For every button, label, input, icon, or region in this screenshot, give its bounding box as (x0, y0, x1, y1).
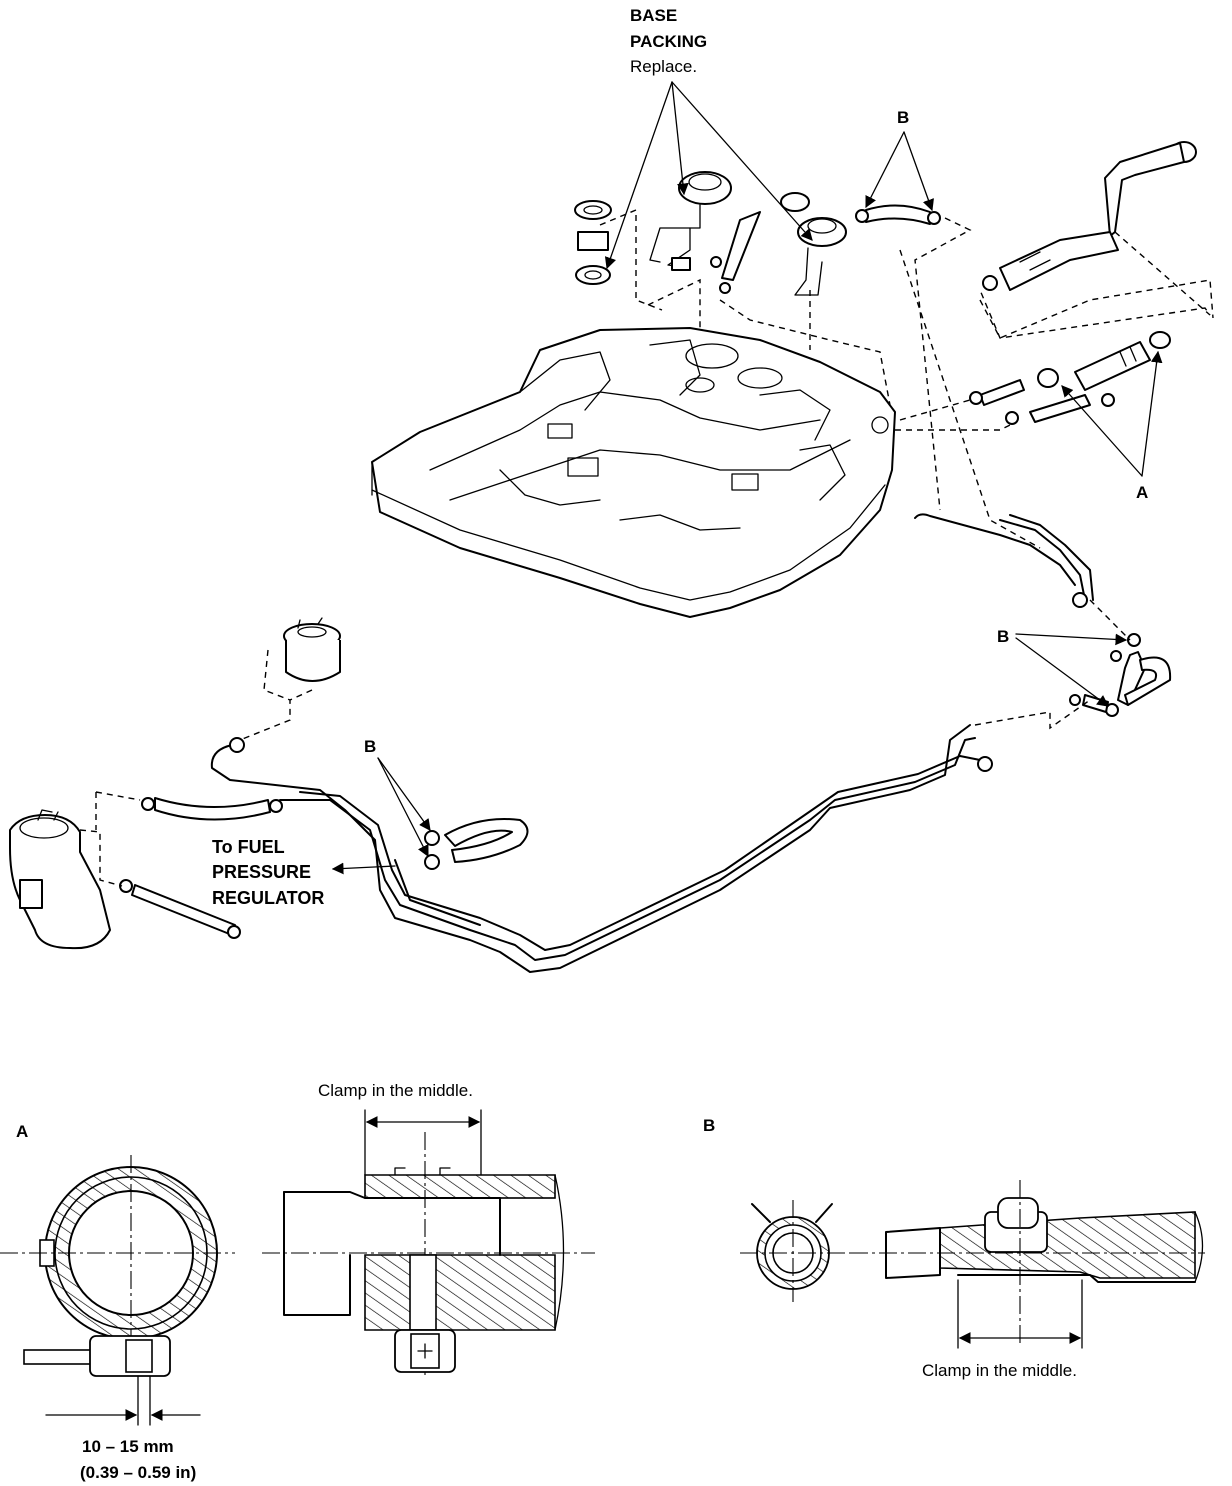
hose-b-top (865, 204, 931, 225)
canister-small (283, 617, 341, 682)
hose-set-a (969, 331, 1171, 425)
evap-canister (9, 809, 111, 950)
base-label-line2: PACKING (630, 32, 707, 51)
filler-neck (982, 141, 1197, 291)
base-label-note: Replace. (630, 57, 697, 76)
detail-a: A Clamp in the middle. 10 – 15 mm (0.39 … (0, 1081, 595, 1482)
label-a-main: A (1136, 483, 1148, 502)
fuel-tank (371, 327, 896, 618)
canister-hoses (119, 797, 529, 939)
fuel-label-line3: REGULATOR (212, 888, 324, 908)
label-b-left: B (364, 737, 376, 756)
label-b-top: B (897, 108, 909, 127)
detail-a-dim-in: (0.39 – 0.59 in) (80, 1463, 196, 1482)
detail-b-end-view (740, 1200, 850, 1302)
detail-a-note: Clamp in the middle. (318, 1081, 473, 1100)
callout-fuel-pressure-regulator: To FUEL PRESSURE REGULATOR (212, 837, 396, 908)
detail-a-title: A (16, 1122, 28, 1141)
base-label-line1: BASE (630, 6, 677, 25)
base-packing-left (574, 200, 612, 220)
detail-b: B Clamp in the middle. (703, 1116, 1205, 1380)
fuel-filter (721, 211, 761, 281)
fuel-lines (210, 513, 1172, 973)
fuel-label-line2: PRESSURE (212, 862, 311, 882)
callout-b-right: B (997, 627, 1128, 707)
detail-a-end-view: 10 – 15 mm (0.39 – 0.59 in) (0, 1155, 235, 1482)
detail-b-section-view: Clamp in the middle. (850, 1180, 1205, 1380)
detail-b-title: B (703, 1116, 715, 1135)
label-b-right: B (997, 627, 1009, 646)
callout-base-packing: BASE PACKING Replace. (604, 6, 813, 270)
fuel-pump-unit (678, 171, 732, 205)
detail-a-dim-mm: 10 – 15 mm (82, 1437, 174, 1456)
detail-a-section-view (262, 1109, 595, 1375)
assembly-leaders (79, 208, 1214, 887)
callout-b-left: B (364, 737, 431, 858)
top-components (574, 171, 941, 296)
callout-a-main: A (1061, 350, 1163, 502)
detail-b-note: Clamp in the middle. (922, 1361, 1077, 1380)
fuel-label-line1: To FUEL (212, 837, 285, 857)
callout-b-top: B (865, 108, 934, 212)
